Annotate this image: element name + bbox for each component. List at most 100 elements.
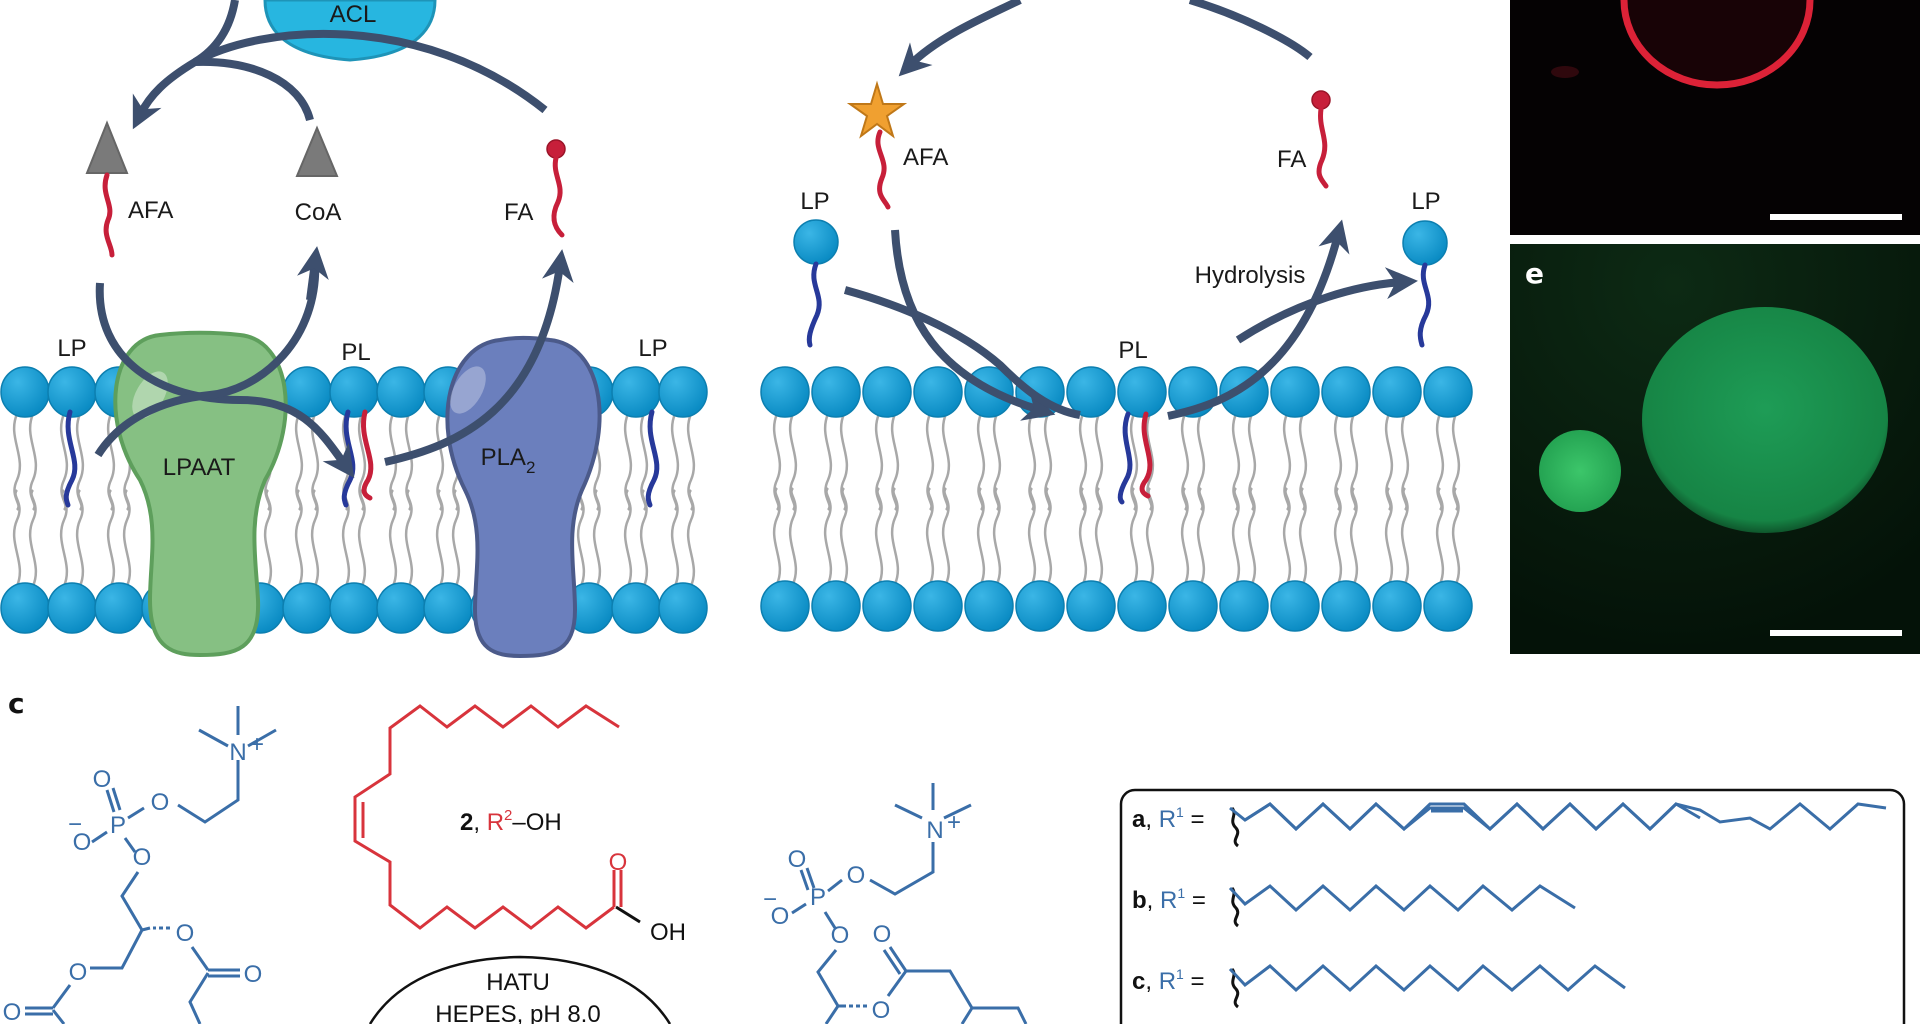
lipid-head — [1117, 580, 1167, 632]
oxygen-atom: O — [151, 789, 170, 816]
lipid-tail — [639, 489, 649, 587]
lipid-tail — [976, 487, 986, 585]
oxygen-atom: O — [176, 920, 195, 947]
lipid-tail — [823, 487, 833, 585]
oxygen-atom: O — [847, 862, 866, 889]
lipid-head — [47, 582, 97, 634]
lipid-head — [376, 366, 426, 418]
lipid-tail — [1043, 487, 1053, 585]
lipid-head — [1117, 366, 1167, 418]
r1-row-b: b, R1 = — [1132, 883, 1576, 928]
lipid-tail — [263, 489, 273, 587]
lipid-tail — [310, 489, 320, 587]
lipid-tail — [1129, 487, 1139, 585]
lipid-head — [760, 580, 810, 632]
panel-a: ACL AFA CoA FA LP PL LP LPAAT — [0, 0, 708, 659]
lipid-head — [1168, 580, 1218, 632]
negative-charge: − — [763, 886, 777, 913]
condition-hatu: HATU — [486, 969, 550, 996]
acyl-donor-triangle-icon — [85, 120, 129, 174]
lipid-head — [658, 582, 708, 634]
lipid-head — [1270, 366, 1320, 418]
lipid-tail — [75, 489, 85, 587]
fa-molecule-a: FA — [504, 139, 566, 238]
r1-row-a-label: a, R1 = — [1132, 804, 1205, 833]
lipid-tail — [1247, 487, 1257, 585]
hydrolysis-label: Hydrolysis — [1195, 262, 1306, 289]
lipid-tail — [1400, 487, 1410, 585]
lipid-tail — [670, 489, 680, 587]
oxygen-atom: O — [873, 921, 892, 948]
oxygen-atom: O — [831, 922, 850, 949]
oxygen-atom: O — [73, 829, 92, 856]
lipid-tail — [59, 489, 69, 587]
lipid-tail — [1027, 487, 1037, 585]
reaction-arrows-b — [843, 0, 1418, 421]
lipid-tail — [874, 487, 884, 585]
lp-label-right-b: LP — [1411, 188, 1440, 215]
lipid-head — [1423, 366, 1473, 418]
oxygen-atom: O — [244, 961, 263, 988]
panel-b: AFA FA LP LP Hydrolysis PL — [760, 0, 1473, 632]
lipid-tail — [1384, 487, 1394, 585]
lipid-head — [862, 366, 912, 418]
nitrogen-atom: N — [926, 817, 943, 844]
lipid-head — [811, 580, 861, 632]
lipid-tail — [451, 489, 461, 587]
lipid-head — [329, 366, 379, 418]
lipid-tail — [122, 489, 132, 587]
panel-e-letter: e — [1525, 257, 1544, 290]
phosphorus-atom: P — [810, 884, 826, 911]
lipid-tail — [357, 489, 367, 587]
lipid-head — [1423, 580, 1473, 632]
r1-substituent-box: a, R1 = b, R1 = c, R1 = — [1119, 788, 1906, 1024]
positive-charge: + — [947, 809, 961, 836]
membrane-bilayer-b — [760, 366, 1473, 632]
acl-label: ACL — [330, 1, 377, 28]
lipid-tail — [686, 489, 696, 587]
panel-c: c N + O P O O − O O O O — [3, 687, 1906, 1024]
lipid-head — [1321, 580, 1371, 632]
lipid-head — [862, 580, 912, 632]
lipid-tail — [1282, 487, 1292, 585]
lipid-head — [913, 580, 963, 632]
oleic-acid-structure: O OH 2, R2–OH — [353, 704, 686, 946]
panel-d-micrograph — [1510, 0, 1920, 235]
lp-molecule-b-right: LP — [1402, 188, 1448, 348]
lipid-tail — [1094, 487, 1104, 585]
wavy-bond-icon — [1230, 807, 1240, 848]
pl-tail-red — [361, 409, 374, 501]
panel-e-micrograph: e — [1510, 244, 1920, 654]
afa-molecule-b: AFA — [846, 80, 948, 210]
r1-row-c: c, R1 = — [1132, 963, 1626, 1009]
lipid-head — [376, 582, 426, 634]
coa-molecule: CoA — [295, 125, 342, 226]
afa-molecule-a: AFA — [85, 120, 173, 258]
coa-label: CoA — [295, 199, 342, 226]
nitrogen-atom: N — [229, 739, 246, 766]
pl-tail-blue — [341, 409, 356, 508]
lp-tail-left — [63, 409, 78, 508]
fa-label-b: FA — [1277, 146, 1306, 173]
lipid-head — [1219, 580, 1269, 632]
lipid-tail — [1231, 487, 1241, 585]
lipid-tail — [1298, 487, 1308, 585]
lipid-head — [0, 582, 50, 634]
lp-label-left-b: LP — [800, 188, 829, 215]
lipid-tail — [1196, 487, 1206, 585]
lipid-tail — [388, 489, 398, 587]
lipid-tail — [941, 487, 951, 585]
activating-group-star-icon — [846, 80, 908, 139]
negative-charge: − — [68, 811, 82, 838]
lp-label-left-a: LP — [57, 335, 86, 362]
phosphorus-atom: P — [110, 812, 126, 839]
carbonyl-oxygen-atom: O — [609, 849, 628, 876]
lipid-tail — [788, 487, 798, 585]
lipid-tail — [772, 487, 782, 585]
oxygen-atom: O — [771, 903, 790, 930]
pla2-label: PLA2 — [481, 444, 536, 477]
pl-tail-red-b — [1139, 411, 1153, 499]
lipid-tail — [12, 489, 22, 587]
lipid-head — [1372, 580, 1422, 632]
